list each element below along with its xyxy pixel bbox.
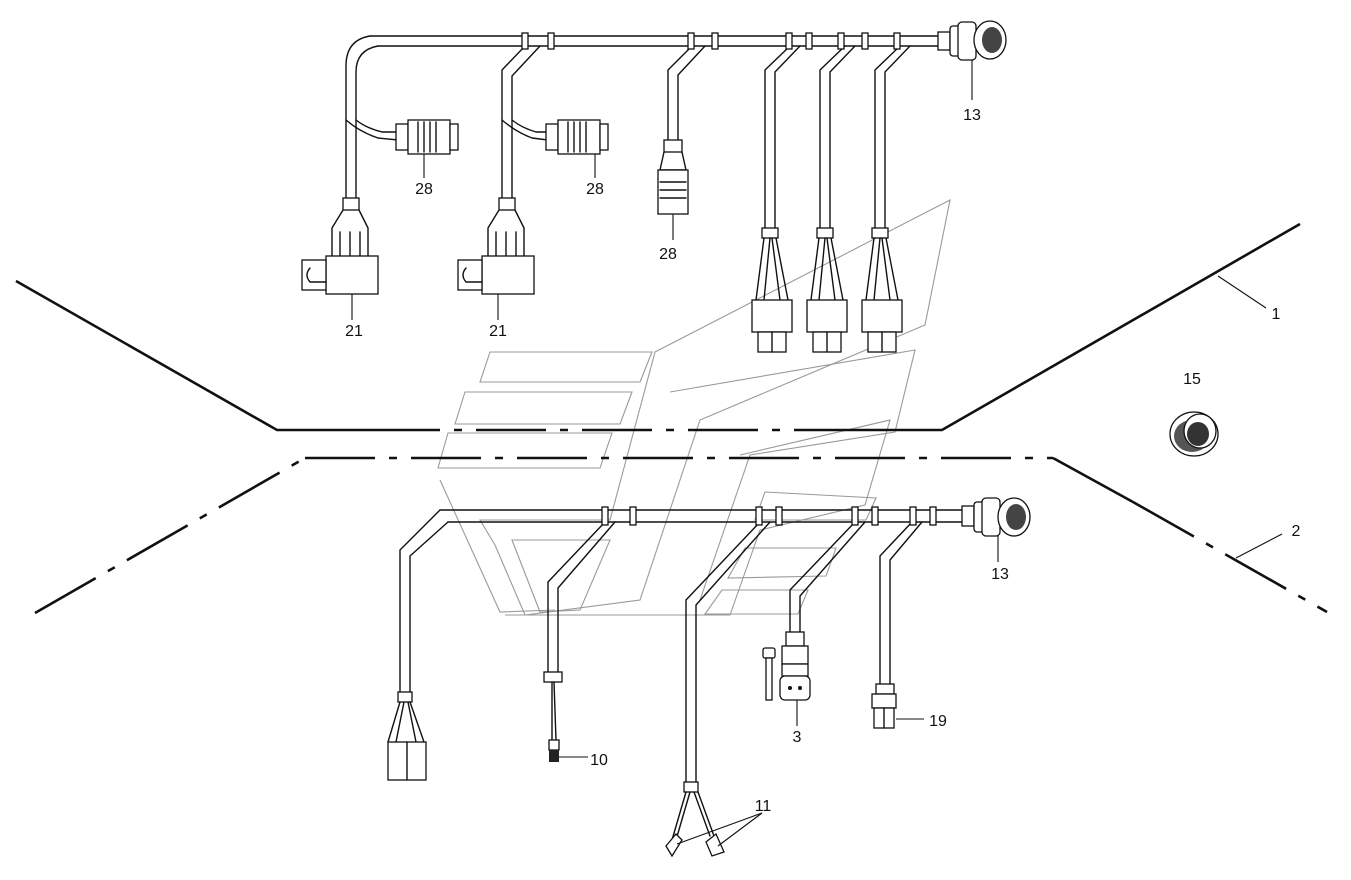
- upper-harness: [345, 31, 951, 229]
- frame-line-2: [34, 456, 1328, 615]
- round-connector-13-upper[interactable]: [949, 20, 1007, 100]
- callout-28-b: 28: [586, 181, 604, 198]
- sensor-21-a[interactable]: [301, 197, 379, 320]
- callout-3: 3: [793, 729, 802, 746]
- callout-28-a: 28: [415, 181, 433, 198]
- callout-10: 10: [590, 752, 608, 769]
- sensor-21-b[interactable]: [457, 197, 535, 320]
- callout-21-a: 21: [345, 323, 363, 340]
- callout-1: 1: [1272, 306, 1281, 323]
- callout-21-b: 21: [489, 323, 507, 340]
- connector-28-c[interactable]: [657, 139, 689, 240]
- sensor-3[interactable]: [762, 631, 811, 726]
- frame-line-1: [15, 222, 1301, 432]
- terminals-11[interactable]: [665, 781, 763, 858]
- connector-28-a[interactable]: [395, 119, 459, 178]
- callout-13-upper: 13: [963, 107, 981, 124]
- round-connector-15[interactable]: [1169, 411, 1219, 457]
- connector-19[interactable]: [871, 683, 924, 729]
- plug-upper-3[interactable]: [861, 227, 903, 353]
- leader-2: [1235, 533, 1283, 559]
- callout-28-c: 28: [659, 246, 677, 263]
- plug-upper-2[interactable]: [806, 227, 848, 353]
- callout-13-lower: 13: [991, 566, 1009, 583]
- round-connector-13-lower[interactable]: [973, 497, 1031, 562]
- callout-labels: 13 28 28 28 21 21 1 15 2 13 19 3 10 11: [345, 107, 1300, 815]
- plug-lower-left[interactable]: [387, 691, 427, 781]
- watermark-logo: [437, 198, 951, 616]
- leader-1: [1217, 275, 1267, 309]
- lower-harness: [399, 505, 975, 783]
- callout-19: 19: [929, 713, 947, 730]
- connector-28-b[interactable]: [545, 119, 609, 178]
- plug-upper-1[interactable]: [751, 227, 793, 353]
- callout-15: 15: [1183, 371, 1201, 388]
- callout-2: 2: [1292, 523, 1301, 540]
- sensor-10[interactable]: [543, 671, 588, 762]
- callout-11: 11: [755, 798, 772, 815]
